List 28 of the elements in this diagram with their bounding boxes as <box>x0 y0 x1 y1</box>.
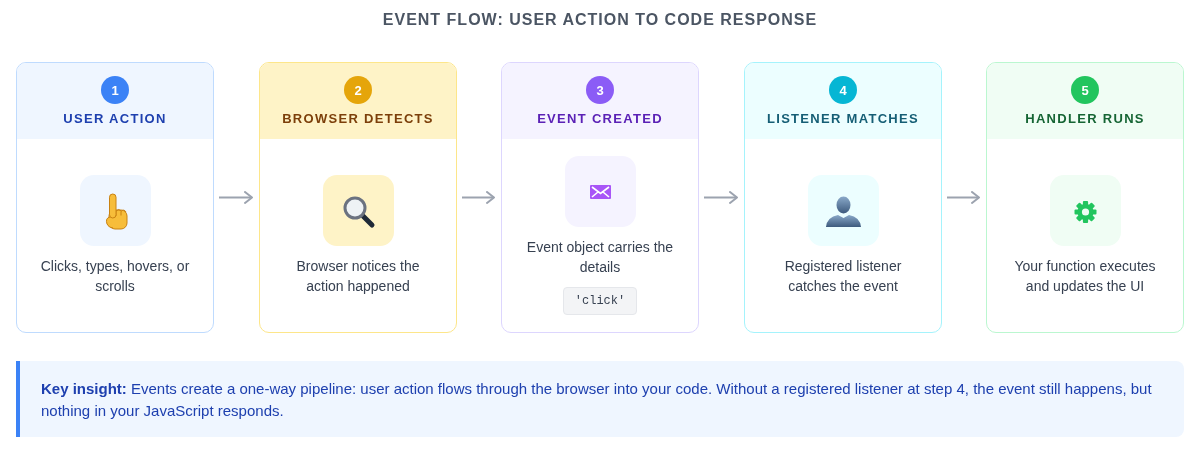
step-card <box>986 62 1184 333</box>
diagram-title: EVENT FLOW: USER ACTION TO CODE RESPONSE <box>382 10 818 30</box>
code-snippet: 'click' <box>562 287 638 315</box>
step-number: 5 <box>1071 76 1099 104</box>
step-title: HANDLER RUNS <box>1025 111 1145 127</box>
insight-text: Key insight: Events create a one-way pipeline: user action flows through the browser into your code. Without a registered listener at step 4, the event still happens, but nothing in your JavaScript responds. <box>41 379 1153 421</box>
arrow <box>946 191 980 204</box>
step-card <box>259 62 457 333</box>
arrow <box>218 191 253 204</box>
arrow <box>703 191 738 204</box>
step-description: Browser notices the action happened <box>295 257 421 296</box>
step-title: EVENT CREATED <box>537 111 663 127</box>
step-title: LISTENER MATCHES <box>767 111 919 127</box>
step-number: 4 <box>829 76 857 104</box>
step-card <box>744 62 942 333</box>
step-description: Your function executes and updates the UI <box>1013 257 1157 296</box>
step-description: Registered listener catches the event <box>783 257 903 296</box>
arrow <box>461 191 495 204</box>
step-card <box>501 62 699 333</box>
step-card <box>16 62 214 333</box>
step-number: 3 <box>586 76 614 104</box>
step-title: BROWSER DETECTS <box>282 111 434 127</box>
step-number: 1 <box>101 76 129 104</box>
insight-callout <box>16 361 1184 437</box>
step-title: USER ACTION <box>63 111 167 127</box>
step-description: Event object carries the details <box>525 238 675 277</box>
step-number: 2 <box>344 76 372 104</box>
step-description: Clicks, types, hovers, or scrolls <box>39 257 191 296</box>
